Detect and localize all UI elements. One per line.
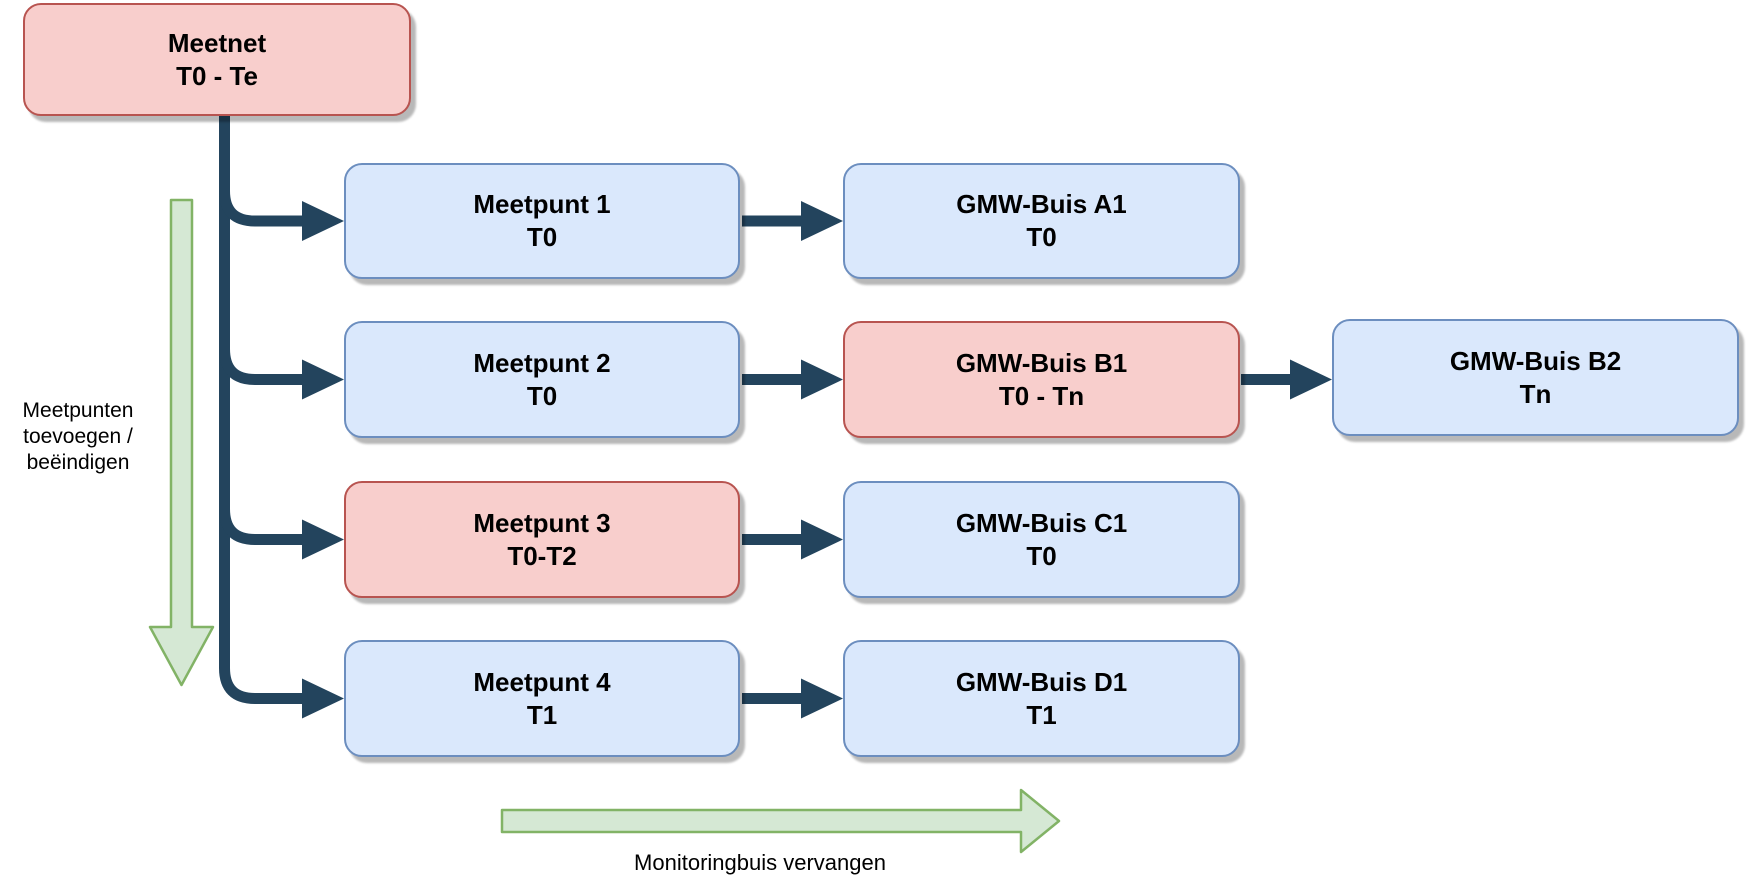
arrowhead-gmwa1 [801,201,843,241]
node-meetpunt3-title: Meetpunt 3 [473,507,611,538]
node-gmw-buis-d1-title: GMW-Buis D1 [955,666,1128,697]
node-meetpunt1: Meetpunt 1 T0 [344,163,740,279]
connector-trunk [219,113,302,704]
node-gmw-buis-d1: GMW-Buis D1 T1 [843,640,1240,757]
node-meetpunt1-period: T0 [526,222,558,252]
connector-branch-meetpunt3 [219,508,302,545]
node-meetpunt3: Meetpunt 3 T0-T2 [344,481,740,598]
node-meetpunt4-title: Meetpunt 4 [473,666,611,697]
arrowhead-branch-meetpunt4 [302,678,344,719]
node-gmw-buis-a1-period: T0 [1026,222,1057,252]
node-gmw-buis-b1: GMW-Buis B1 T0 - Tn [843,321,1240,438]
arrowhead-gmwb2 [1290,359,1332,400]
left-arrow-label-line2: toevoegen / [23,425,133,448]
left-arrow-label-line3: beëindigen [26,451,130,474]
connector-branch-meetpunt2 [219,348,302,385]
connector-branch-meetpunt1 [219,190,302,227]
arrowhead-branch-meetpunt2 [302,359,344,400]
node-meetnet-title: Meetnet [167,27,267,58]
node-meetpunt2: Meetpunt 2 T0 [344,321,740,438]
node-meetpunt2-title: Meetpunt 2 [473,347,611,378]
node-gmw-buis-b1-period: T0 - Tn [998,380,1085,411]
node-meetnet-period: T0 - Te [176,60,258,91]
node-gmw-buis-c1-period: T0 [1026,540,1057,571]
arrowhead-branch-meetpunt1 [302,201,344,241]
arrowhead-gmwd1 [801,678,843,719]
timeline-arrow-right-icon [500,788,1061,854]
node-meetpunt1-title: Meetpunt 1 [473,189,611,219]
node-gmw-buis-c1: GMW-Buis C1 T0 [843,481,1240,598]
node-gmw-buis-a1: GMW-Buis A1 T0 [843,163,1240,279]
node-gmw-buis-a1-title: GMW-Buis A1 [956,189,1127,219]
arrowhead-gmwb1 [801,359,843,400]
left-arrow-label: Meetpunten toevoegen / beëindigen [0,398,156,476]
node-gmw-buis-b2: GMW-Buis B2 Tn [1332,319,1739,436]
arrowhead-gmwc1 [801,519,843,560]
node-gmw-buis-b2-period: Tn [1519,378,1552,409]
node-meetpunt4: Meetpunt 4 T1 [344,640,740,757]
node-meetnet: Meetnet T0 - Te [23,3,411,116]
node-gmw-buis-b1-title: GMW-Buis B1 [955,347,1128,378]
node-gmw-buis-b2-title: GMW-Buis B2 [1449,345,1622,376]
node-gmw-buis-c1-title: GMW-Buis C1 [955,507,1128,538]
node-gmw-buis-d1-period: T1 [1026,699,1057,730]
bottom-arrow-label: Monitoringbuis vervangen [634,850,886,875]
node-meetpunt2-period: T0 [526,380,558,411]
arrowhead-branch-meetpunt3 [302,519,344,560]
left-arrow-label-line1: Meetpunten [22,399,134,422]
node-meetpunt4-period: T1 [526,699,558,730]
node-meetpunt3-period: T0-T2 [507,540,577,571]
timeline-arrow-down-icon [148,198,215,687]
